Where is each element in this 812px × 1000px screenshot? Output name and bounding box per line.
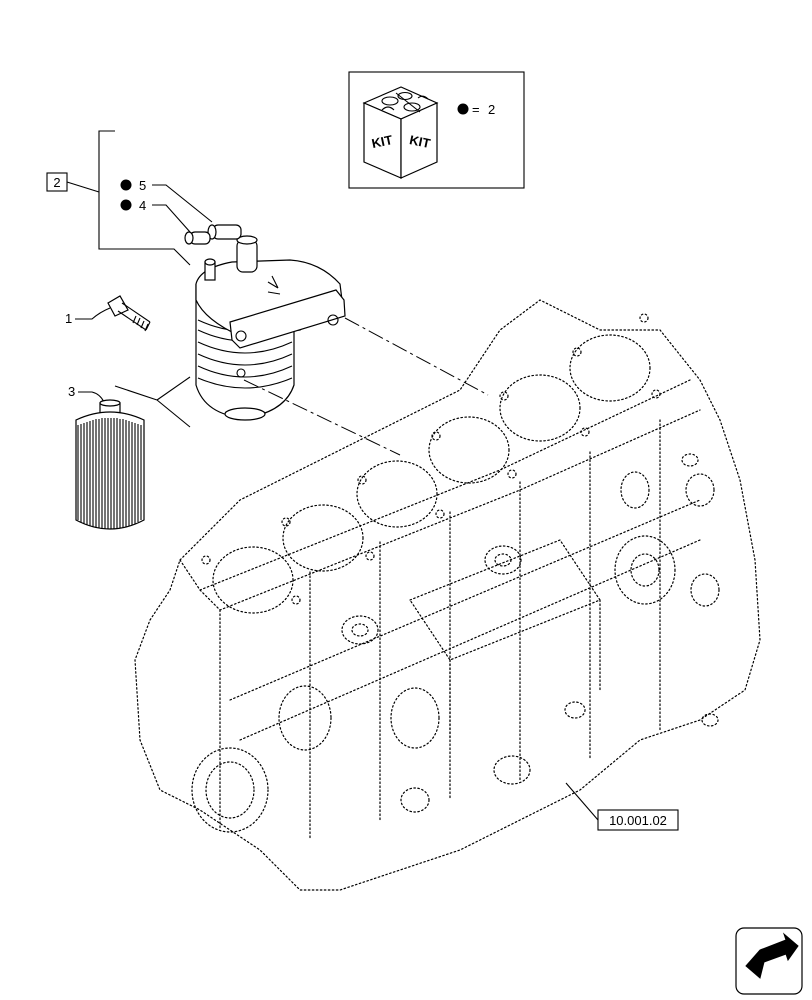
callout-1-label: 1 — [65, 311, 72, 326]
engine-block — [134, 299, 761, 891]
reference-label: 10.001.02 — [609, 813, 667, 828]
callout-4-label: 4 — [139, 198, 146, 213]
bolt-icon — [107, 295, 151, 332]
kit-label-left: KIT — [370, 132, 394, 151]
filled-circle-icon — [120, 179, 132, 191]
callout-3: 3 — [68, 376, 191, 530]
callout-4: 4 — [120, 198, 191, 233]
callout-5-label: 5 — [139, 178, 146, 193]
group-box-label: 2 — [53, 175, 60, 190]
nav-arrow-icon[interactable] — [735, 927, 803, 995]
kit-legend: KIT KIT = 2 — [348, 71, 525, 189]
kit-label-right: KIT — [408, 132, 432, 151]
reference-callout: 10.001.02 — [565, 782, 679, 831]
kit-legend-value: 2 — [488, 102, 495, 117]
callout-1: 1 — [65, 295, 151, 332]
kit-legend-equals: = — [472, 102, 480, 117]
callout-5: 5 — [120, 178, 213, 223]
group-bracket: 2 — [46, 130, 191, 266]
alignment-lines — [243, 317, 489, 456]
kit-box-icon — [362, 86, 439, 179]
callout-3-label: 3 — [68, 384, 75, 399]
filled-circle-icon — [120, 199, 132, 211]
fuel-filter-housing — [184, 224, 346, 421]
filled-circle-icon — [457, 103, 469, 115]
filter-element-icon — [75, 399, 145, 530]
